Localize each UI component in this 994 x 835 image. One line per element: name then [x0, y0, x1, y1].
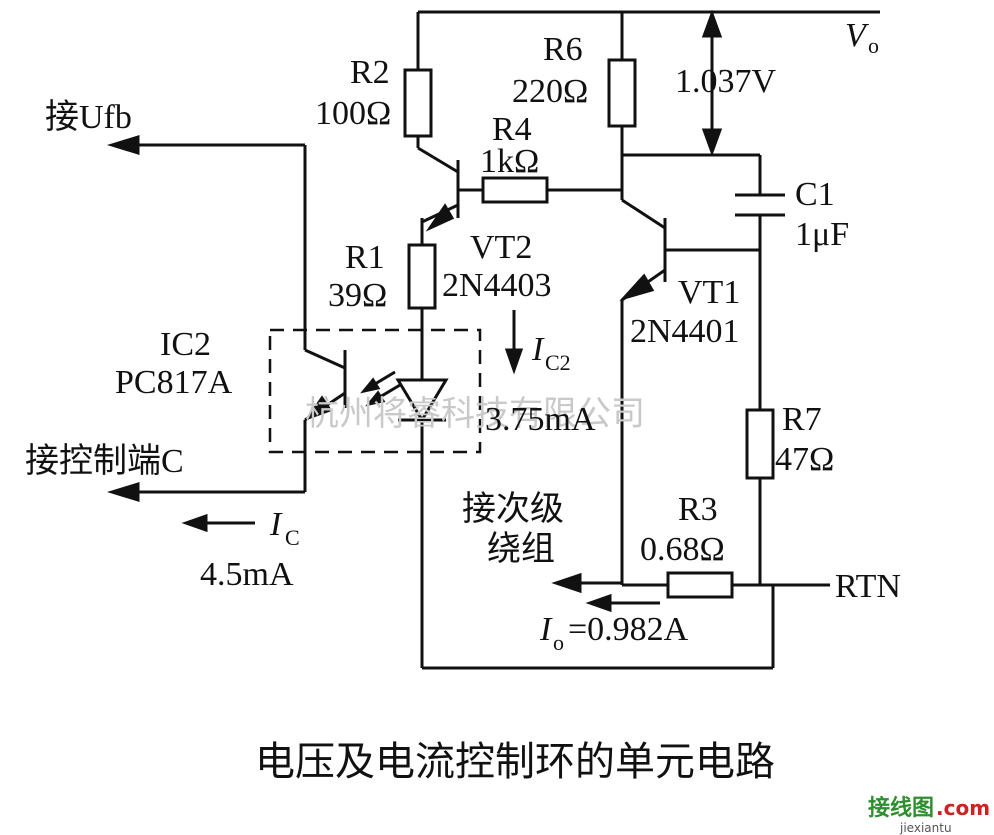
vt1-part: 2N4401 — [630, 313, 740, 350]
io-value: =0.982A — [568, 611, 689, 648]
logo-url-text: jiexiantu — [899, 821, 952, 835]
c1-capacitor — [735, 193, 785, 217]
vt2-name: VT2 — [470, 229, 532, 266]
c1-value: 1μF — [795, 216, 849, 253]
c1-name: C1 — [795, 176, 835, 213]
r7-name: R7 — [782, 401, 822, 438]
r7-value: 47Ω — [775, 441, 834, 478]
r4-resistor — [481, 176, 549, 204]
io-subscript: o — [553, 630, 564, 655]
io-current-arrow — [585, 593, 660, 613]
r3-value: 0.68Ω — [640, 531, 725, 568]
ic-value: 4.5mA — [200, 556, 294, 593]
vo-voltage-label: 1.037V — [675, 63, 777, 100]
r7-resistor — [745, 408, 775, 480]
r6-value: 220Ω — [512, 73, 588, 110]
vt2-part: 2N4403 — [442, 267, 552, 304]
ic-subscript: C — [285, 525, 300, 550]
r3-resistor — [666, 571, 734, 599]
secondary-arrow — [551, 572, 582, 594]
ic-symbol: I — [269, 506, 283, 543]
feedback-label: 接Ufb — [45, 99, 132, 136]
feedback-arrow — [106, 134, 140, 156]
rtn-label: RTN — [835, 568, 901, 605]
vt1-transistor — [619, 198, 667, 302]
ic2-current-value: 3.75mA — [485, 401, 596, 438]
ic2-current-subscript: C2 — [545, 350, 571, 375]
ic2-led — [395, 378, 449, 423]
vt1-name: VT1 — [678, 274, 740, 311]
vt2-transistor — [417, 146, 460, 232]
ic2-phototransistor — [304, 348, 347, 422]
secondary-label-line2: 绕组 — [487, 530, 555, 568]
ic2-name: IC2 — [160, 326, 211, 363]
wires — [122, 10, 880, 670]
control-label: 接控制端C — [25, 442, 184, 480]
r4-name: R4 — [492, 111, 532, 148]
ic2-optocoupler-box — [268, 328, 482, 454]
diagram-caption: 电压及电流控制环的单元电路 — [255, 739, 775, 784]
watermark-text: 杭州将睿科技有限公司 — [305, 395, 645, 433]
r2-resistor — [403, 68, 433, 138]
control-arrow — [106, 481, 140, 503]
ic2-current-symbol: I — [531, 331, 545, 368]
io-symbol: I — [539, 611, 553, 648]
r4-value: 1kΩ — [480, 143, 539, 180]
ic-current-arrow — [181, 513, 255, 533]
ic2-light-arrows — [360, 370, 401, 407]
logo-chinese-text: 接线图 — [868, 795, 934, 821]
r3-name: R3 — [678, 491, 718, 528]
r2-name: R2 — [350, 54, 390, 91]
vo-subscript: o — [868, 33, 879, 58]
ic2-part: PC817A — [115, 364, 233, 401]
ic2-current-arrow — [504, 310, 524, 375]
logo-com-text: .com — [936, 796, 990, 820]
r6-name: R6 — [543, 31, 583, 68]
r1-resistor — [407, 243, 437, 310]
vo-dimension-arrow — [701, 9, 723, 157]
r2-value: 100Ω — [315, 95, 391, 132]
r6-resistor — [607, 58, 637, 128]
vo-symbol: V — [845, 17, 870, 54]
secondary-label-line1: 接次级 — [462, 490, 564, 528]
r1-value: 39Ω — [328, 277, 387, 314]
r1-name: R1 — [345, 239, 385, 276]
site-logo: 接线图 .com jiexiantu — [868, 795, 990, 835]
